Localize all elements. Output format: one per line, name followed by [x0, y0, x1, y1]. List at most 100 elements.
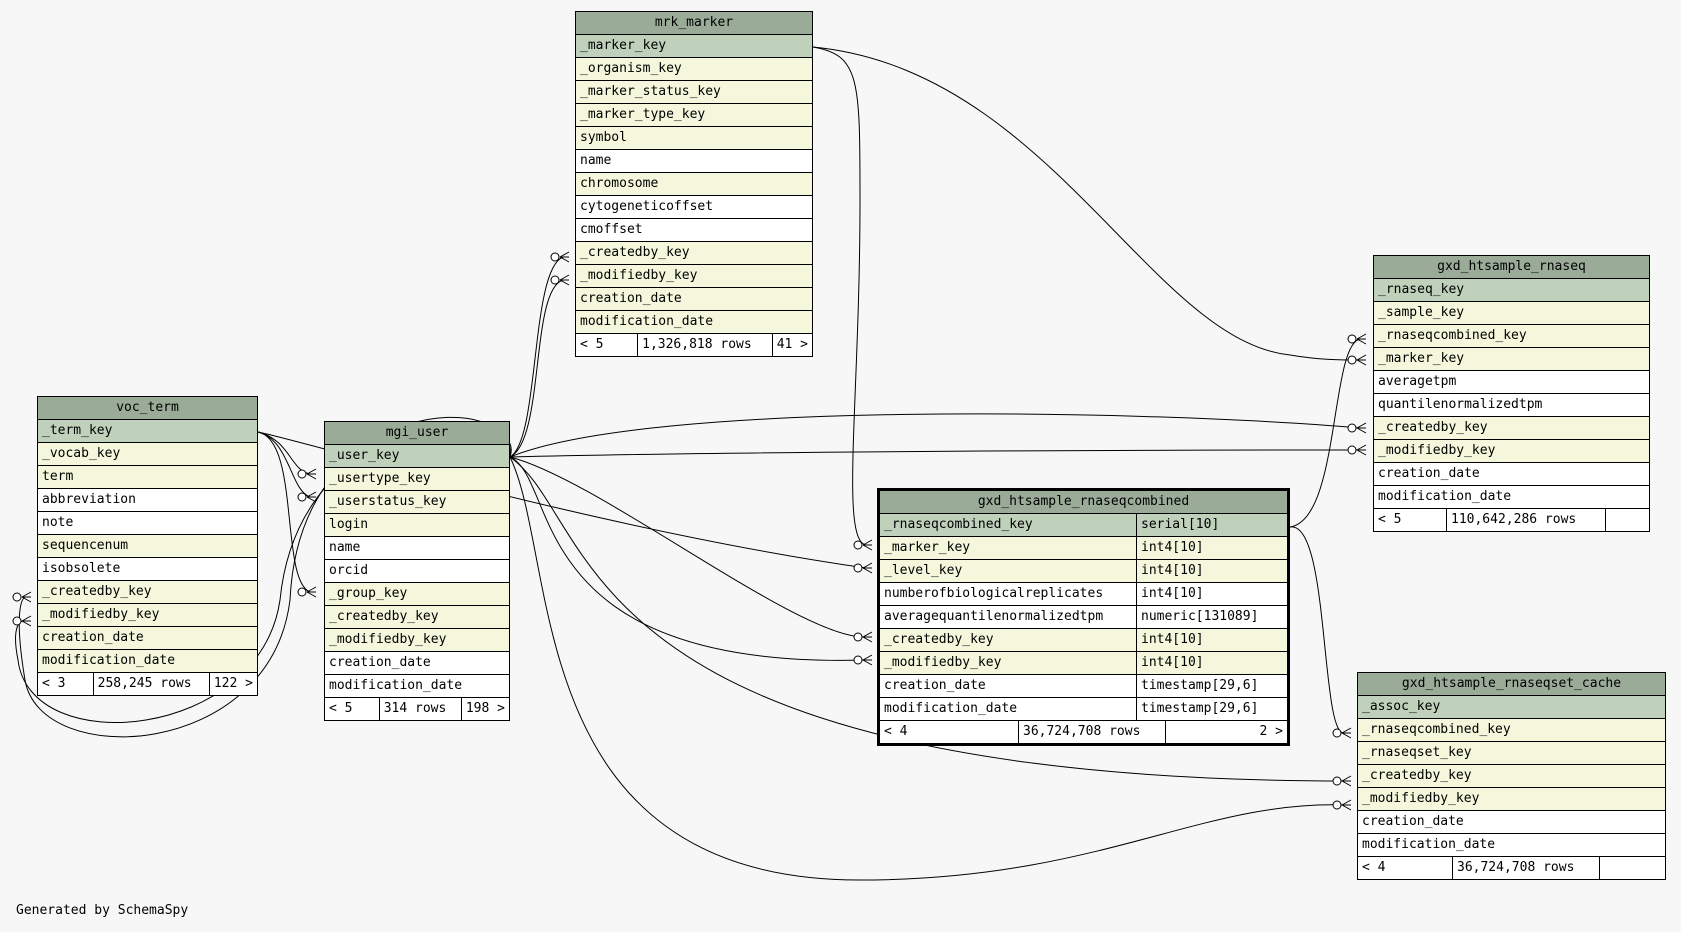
relationship-edge: [812, 46, 867, 546]
column-row[interactable]: modification_date: [325, 675, 509, 698]
column-row[interactable]: _term_key: [38, 420, 257, 443]
column-row[interactable]: isobsolete: [38, 558, 257, 581]
column-row[interactable]: _organism_key: [576, 58, 812, 81]
column-name: modification_date: [1378, 489, 1512, 504]
table-gxd-htsample-rnaseqset-cache[interactable]: gxd_htsample_rnaseqset_cache_assoc_key_r…: [1357, 672, 1666, 880]
column-row[interactable]: name: [576, 150, 812, 173]
column-row[interactable]: modification_date: [576, 311, 812, 334]
column-row[interactable]: name: [325, 537, 509, 560]
column-row[interactable]: _modifiedby_key: [1358, 788, 1665, 811]
column-row[interactable]: _marker_status_key: [576, 81, 812, 104]
column-row[interactable]: _createdby_key: [576, 242, 812, 265]
column-row[interactable]: _rnaseqcombined_key: [1358, 719, 1665, 742]
crowfoot-marker: [862, 562, 873, 574]
column-row[interactable]: note: [38, 512, 257, 535]
column-row[interactable]: _createdby_key: [38, 581, 257, 604]
column-row[interactable]: _modifiedby_key: [325, 629, 509, 652]
column-name: _rnaseq_key: [1378, 282, 1465, 297]
column-row[interactable]: creation_date: [1374, 463, 1649, 486]
column-row[interactable]: chromosome: [576, 173, 812, 196]
parents-link[interactable]: < 5: [580, 337, 604, 352]
column-row[interactable]: creation_date: [1358, 811, 1665, 834]
parents-link[interactable]: < 4: [884, 724, 908, 739]
children-link[interactable]: 198 >: [460, 698, 509, 720]
optional-marker: [12, 616, 22, 626]
parents-link[interactable]: < 5: [1378, 512, 1402, 527]
children-link[interactable]: 122 >: [208, 673, 257, 695]
table-gxd-htsample-rnaseq[interactable]: gxd_htsample_rnaseq _rnaseq_key _sample_ke…: [1373, 255, 1650, 532]
column-row[interactable]: creation_date: [38, 627, 257, 650]
column-row[interactable]: _marker_key: [576, 35, 812, 58]
children-link[interactable]: [1605, 509, 1649, 531]
parents-link[interactable]: < 5: [329, 701, 353, 716]
column-row[interactable]: modification_date: [38, 650, 257, 673]
column-row[interactable]: modification_date: [1374, 486, 1649, 509]
column-row[interactable]: _group_key: [325, 583, 509, 606]
column-row[interactable]: creation_date: [576, 288, 812, 311]
column-type: int4[10]: [1136, 629, 1287, 651]
column-row[interactable]: login: [325, 514, 509, 537]
column-row[interactable]: creation_date: [325, 652, 509, 675]
column-row[interactable]: averagetpm: [1374, 371, 1649, 394]
column-row[interactable]: _vocab_key: [38, 443, 257, 466]
children-link[interactable]: 41 >: [771, 334, 812, 356]
column-row[interactable]: orcid: [325, 560, 509, 583]
column-row[interactable]: _assoc_key: [1358, 696, 1665, 719]
column-name: _rnaseqcombined_key: [884, 517, 1033, 532]
column-name: _modifiedby_key: [884, 655, 1002, 670]
column-row[interactable]: sequencenum: [38, 535, 257, 558]
column-row[interactable]: _usertype_key: [325, 468, 509, 491]
column-name: modification_date: [1362, 837, 1496, 852]
column-row[interactable]: _modifiedby_key: [1374, 440, 1649, 463]
column-row[interactable]: symbol: [576, 127, 812, 150]
column-row[interactable]: _createdby_key: [1358, 765, 1665, 788]
table-title: gxd_htsample_rnaseq: [1374, 256, 1649, 279]
column-row[interactable]: quantilenormalizedtpm: [1374, 394, 1649, 417]
column-row[interactable]: _modifiedby_key: [576, 265, 812, 288]
column-row[interactable]: _user_key: [325, 445, 509, 468]
column-row[interactable]: _rnaseqcombined_key: [1374, 325, 1649, 348]
relationship-edge: [509, 456, 867, 638]
children-link[interactable]: 2 >: [1165, 721, 1287, 743]
column-row[interactable]: _createdby_key: [325, 606, 509, 629]
children-link[interactable]: [1599, 857, 1665, 879]
column-row[interactable]: cytogeneticoffset: [576, 196, 812, 219]
column-name: averagetpm: [1378, 374, 1457, 389]
column-row[interactable]: _marker_key: [1374, 348, 1649, 371]
column-row[interactable]: _sample_key: [1374, 302, 1649, 325]
parents-link[interactable]: < 4: [1362, 860, 1386, 875]
column-row[interactable]: _createdby_key: [1374, 417, 1649, 440]
table-mrk-marker[interactable]: mrk_marker_marker_key_organism_key_marke…: [575, 11, 813, 357]
column-name: login: [329, 517, 369, 532]
optional-marker: [853, 540, 863, 550]
column-row[interactable]: _rnaseq_key: [1374, 279, 1649, 302]
column-name: _userstatus_key: [329, 494, 447, 509]
table-gxd-htsample-rnaseqcombined[interactable]: gxd_htsample_rnaseqcombined_rnaseqcombin…: [877, 488, 1290, 746]
column-row[interactable]: _modifiedby_key: [38, 604, 257, 627]
column-row[interactable]: term: [38, 466, 257, 489]
column-row[interactable]: _userstatus_key: [325, 491, 509, 514]
table-mgi-user[interactable]: mgi_user_user_key_usertype_key_userstatu…: [324, 421, 510, 721]
parents-link[interactable]: < 3: [42, 676, 66, 691]
relationship-edge: [509, 449, 1361, 458]
column-row[interactable]: _marker_type_key: [576, 104, 812, 127]
column-row[interactable]: cmoffset: [576, 219, 812, 242]
column-row[interactable]: abbreviation: [38, 489, 257, 512]
column-row[interactable]: modification_date: [1358, 834, 1665, 857]
relationship-edge: [509, 456, 1346, 782]
column-row[interactable]: _rnaseqset_key: [1358, 742, 1665, 765]
column-name: _marker_key: [580, 38, 667, 53]
crowfoot-marker: [1341, 775, 1352, 787]
